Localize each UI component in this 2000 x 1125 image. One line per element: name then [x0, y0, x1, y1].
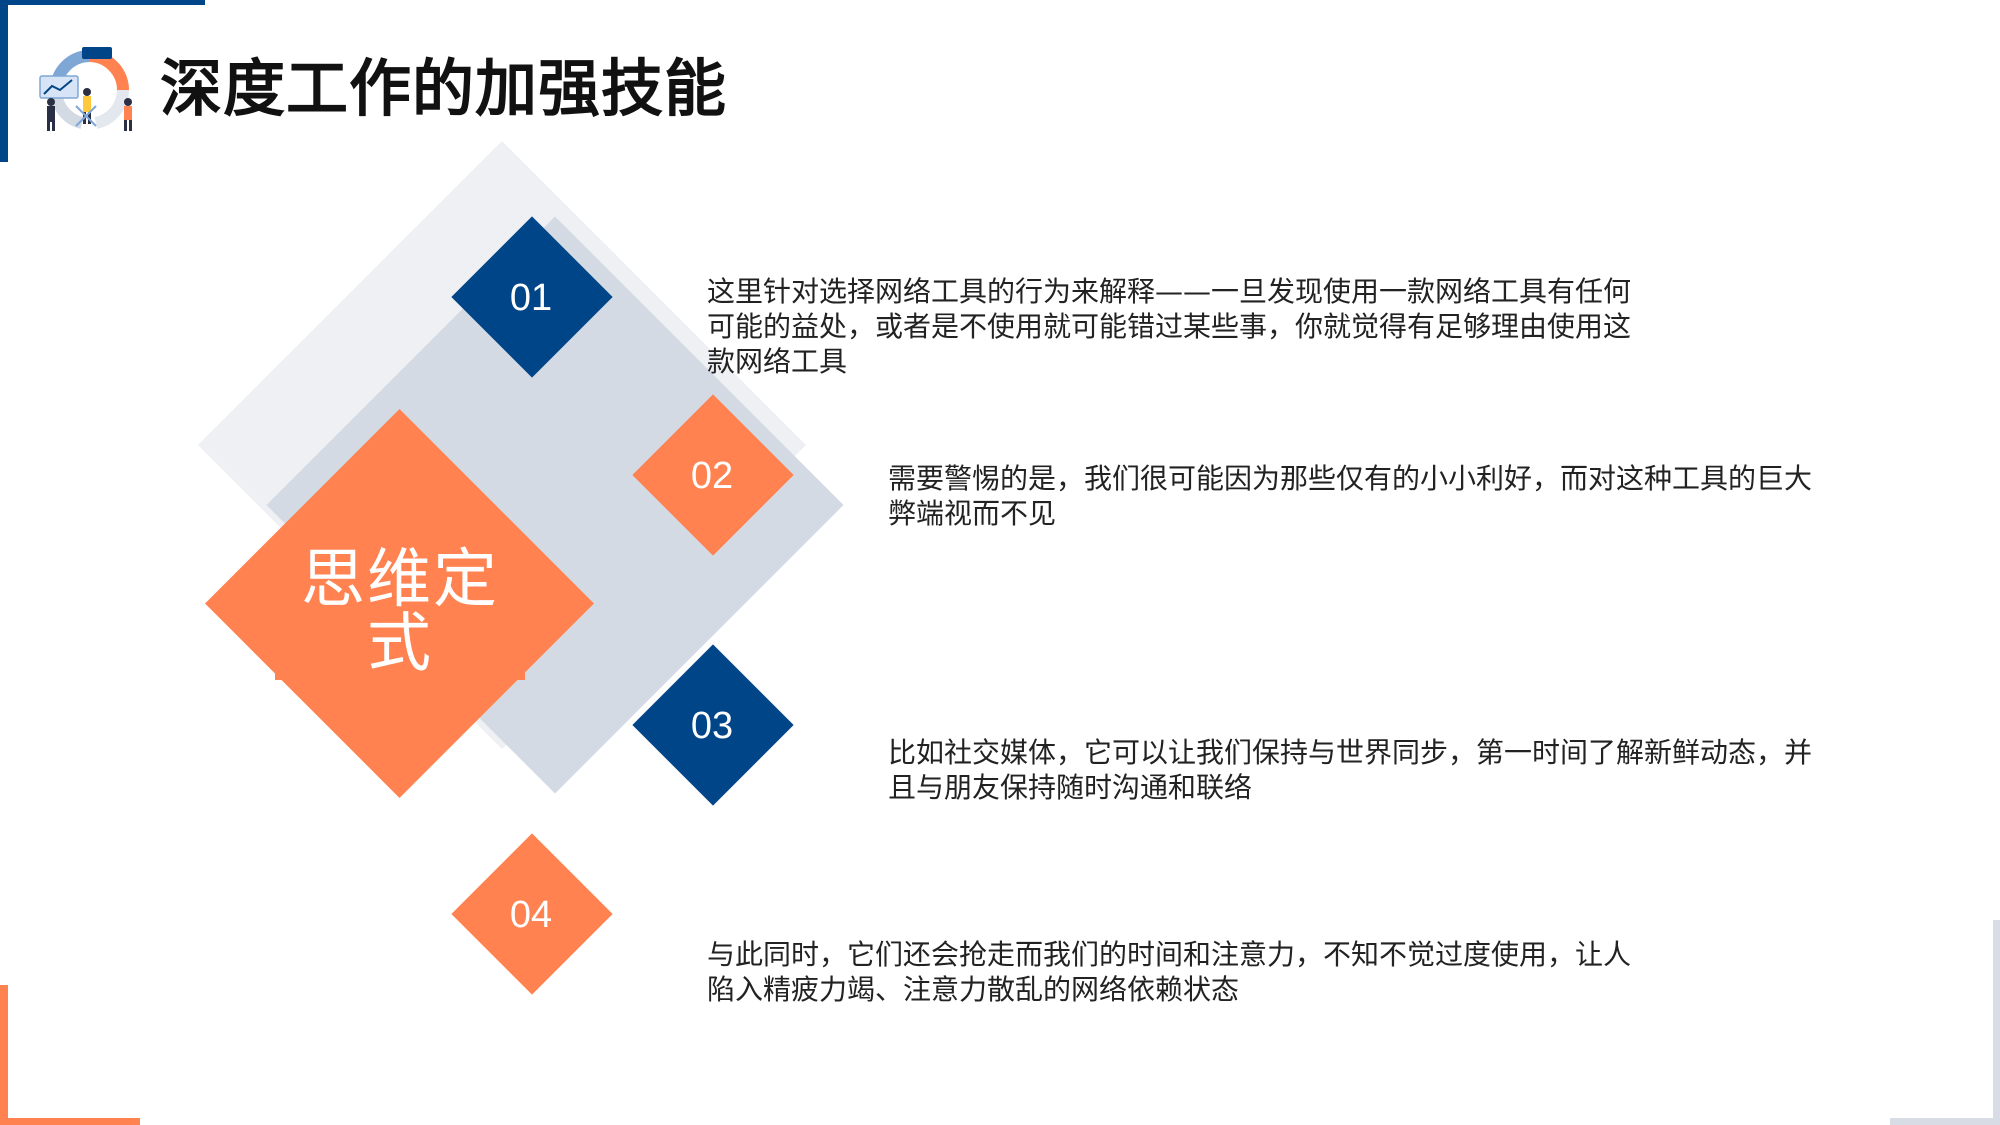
- center-label-background: [275, 540, 525, 680]
- bottom-left-accent-horizontal: [0, 1118, 140, 1125]
- number-01: 01: [509, 276, 553, 319]
- bottom-right-accent-horizontal: [1890, 1118, 2000, 1125]
- page-title: 深度工作的加强技能: [160, 52, 728, 125]
- item-04-description: 与此同时，它们还会抢走而我们的时间和注意力，不知不觉过度使用，让人陷入精疲力竭、…: [707, 938, 1632, 1006]
- number-03: 03: [690, 704, 734, 747]
- left-accent-bar: [0, 0, 8, 162]
- bottom-right-accent-vertical: [1993, 920, 2000, 1125]
- center-label: 思维定式: [301, 543, 499, 681]
- teamwork-illustration-icon: [39, 47, 132, 131]
- item-01-description: 这里针对选择网络工具的行为来解释——一旦发现使用一款网络工具有任何可能的益处，或…: [707, 275, 1632, 378]
- bottom-left-accent-vertical: [0, 985, 8, 1125]
- item-03-description: 比如社交媒体，它可以让我们保持与世界同步，第一时间了解新鲜动态，并且与朋友保持随…: [888, 736, 1813, 804]
- top-accent-bar: [0, 0, 205, 5]
- number-02: 02: [690, 454, 734, 497]
- item-02-description: 需要警惕的是，我们很可能因为那些仅有的小小利好，而对这种工具的巨大弊端视而不见: [888, 462, 1813, 530]
- number-04: 04: [509, 893, 553, 936]
